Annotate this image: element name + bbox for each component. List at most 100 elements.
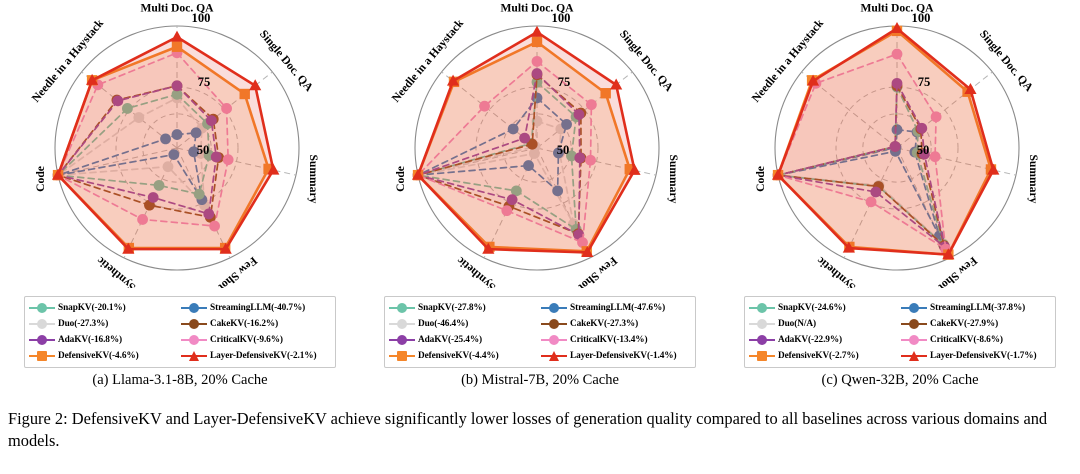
axis-label-few-shot: Few Shot — [216, 254, 260, 288]
legend-item-streamingllm[interactable]: StreamingLLM(-40.7%) — [181, 300, 331, 316]
legend-marker-circle-icon — [29, 334, 55, 346]
data-point — [203, 208, 215, 220]
legend-label: Layer-DefensiveKV(-2.1%) — [210, 351, 317, 361]
legend-item-snapkv[interactable]: SnapKV(-24.6%) — [749, 300, 899, 316]
legend-item-defensivekv[interactable]: DefensiveKV(-4.4%) — [389, 348, 539, 364]
series-fill — [58, 46, 269, 249]
data-point — [585, 99, 597, 111]
axis-label-multi-doc-qa: Multi Doc. QA — [500, 2, 574, 15]
figure-caption: Figure 2: DefensiveKV and Layer-Defensiv… — [8, 408, 1072, 451]
data-point — [561, 119, 572, 130]
data-point — [479, 100, 490, 112]
legend-item-duo[interactable]: Duo(-27.3%) — [29, 316, 179, 332]
series-fill — [418, 32, 635, 253]
data-point — [153, 179, 165, 191]
legend-item-layer-defensivekv[interactable]: Layer-DefensiveKV(-1.4%) — [541, 348, 691, 364]
figure-caption-label: Figure 2: — [8, 409, 68, 428]
legend-marker-square-icon — [389, 350, 415, 362]
legend-marker-circle-icon — [389, 302, 415, 314]
legend-item-cakekv[interactable]: CakeKV(-27.9%) — [901, 316, 1051, 332]
radar-grid-ring-1 — [502, 113, 572, 183]
series-fill — [58, 52, 229, 227]
radar-grid-ring-0 — [475, 86, 599, 210]
data-point — [771, 168, 785, 180]
legend-label: SnapKV(-27.8%) — [418, 303, 486, 313]
series-outline — [417, 81, 578, 231]
series-fill — [778, 30, 991, 255]
data-point — [628, 163, 641, 175]
data-point — [891, 124, 903, 136]
legend-label: AdaKV(-16.8%) — [58, 335, 123, 345]
data-point — [133, 112, 145, 123]
legend-item-duo[interactable]: Duo(-46.4%) — [389, 316, 539, 332]
axis-label-single-doc-qa: Single Doc. QA — [617, 28, 676, 95]
data-point — [210, 151, 222, 163]
legend-label: CriticalKV(-9.6%) — [210, 335, 283, 345]
radial-tick-label-1: 75 — [558, 75, 571, 89]
series-outline — [417, 73, 582, 235]
legend-item-defensivekv[interactable]: DefensiveKV(-4.6%) — [29, 348, 179, 364]
legend-item-adakv[interactable]: AdaKV(-25.4%) — [389, 332, 539, 348]
radar-series-layer-defensivekv — [411, 25, 641, 258]
axis-label-multi-doc-qa: Multi Doc. QA — [140, 2, 214, 15]
legend-item-criticalkv[interactable]: CriticalKV(-9.6%) — [181, 332, 331, 348]
legend-item-layer-defensivekv[interactable]: Layer-DefensiveKV(-2.1%) — [181, 348, 331, 364]
legend-item-duo[interactable]: Duo(N/A) — [749, 316, 899, 332]
radar-grid-ring-1 — [142, 113, 212, 183]
legend-label: DefensiveKV(-4.6%) — [58, 351, 139, 361]
data-point — [137, 214, 148, 225]
data-point — [889, 141, 901, 152]
legend-marker-circle-icon — [389, 318, 415, 330]
data-point — [581, 246, 594, 258]
radar-grid-ring-1 — [862, 113, 932, 183]
legend-item-adakv[interactable]: AdaKV(-22.9%) — [749, 332, 899, 348]
data-point — [600, 88, 611, 99]
legend-marker-square-icon — [29, 350, 55, 362]
legend-label: StreamingLLM(-47.6%) — [570, 303, 666, 313]
subcaption-a: (a) Llama-3.1-8B, 20% Cache — [92, 372, 268, 388]
radial-tick-label-0: 50 — [197, 143, 210, 157]
legend-a: SnapKV(-20.1%)StreamingLLM(-40.7%) Duo(-2… — [24, 296, 336, 368]
legend-item-snapkv[interactable]: SnapKV(-20.1%) — [29, 300, 179, 316]
legend-label: Duo(N/A) — [778, 319, 816, 329]
legend-item-cakekv[interactable]: CakeKV(-27.3%) — [541, 316, 691, 332]
legend-item-criticalkv[interactable]: CriticalKV(-8.6%) — [901, 332, 1051, 348]
data-point — [219, 242, 232, 254]
data-point — [964, 83, 977, 95]
axis-label-code: Code — [34, 166, 47, 192]
data-point — [222, 154, 234, 166]
data-point — [530, 25, 544, 37]
legend-item-streamingllm[interactable]: StreamingLLM(-37.8%) — [901, 300, 1051, 316]
radial-tick-label-1: 75 — [198, 75, 211, 89]
data-point — [552, 185, 564, 197]
data-point — [890, 22, 904, 34]
legend-marker-circle-icon — [901, 318, 927, 330]
data-point — [519, 132, 531, 144]
legend-label: Duo(-27.3%) — [58, 319, 109, 329]
legend-item-cakekv[interactable]: CakeKV(-16.2%) — [181, 316, 331, 332]
legend-item-snapkv[interactable]: SnapKV(-27.8%) — [389, 300, 539, 316]
data-point — [531, 92, 543, 104]
legend-item-streamingllm[interactable]: StreamingLLM(-47.6%) — [541, 300, 691, 316]
radar-series-criticalkv — [772, 48, 952, 255]
data-point — [523, 160, 534, 171]
legend-label: CakeKV(-16.2%) — [210, 319, 279, 329]
data-point — [239, 88, 250, 100]
legend-item-defensivekv[interactable]: DefensiveKV(-2.7%) — [749, 348, 899, 364]
radar-series-layer-defensivekv — [771, 22, 1000, 260]
legend-item-adakv[interactable]: AdaKV(-16.8%) — [29, 332, 179, 348]
legend-item-criticalkv[interactable]: CriticalKV(-13.4%) — [541, 332, 691, 348]
legend-item-layer-defensivekv[interactable]: Layer-DefensiveKV(-1.7%) — [901, 348, 1051, 364]
radial-tick-label-0: 50 — [557, 143, 570, 157]
legend-label: Layer-DefensiveKV(-1.7%) — [930, 351, 1037, 361]
axis-label-synthetic: Synthetic — [454, 254, 498, 288]
series-outline — [777, 53, 947, 250]
series-fill — [418, 61, 592, 243]
radial-tick-label-2: 100 — [192, 11, 211, 25]
legend-marker-circle-icon — [749, 318, 775, 330]
legend-marker-triangle-icon — [901, 350, 927, 362]
data-point — [112, 95, 124, 107]
data-point — [267, 163, 280, 175]
